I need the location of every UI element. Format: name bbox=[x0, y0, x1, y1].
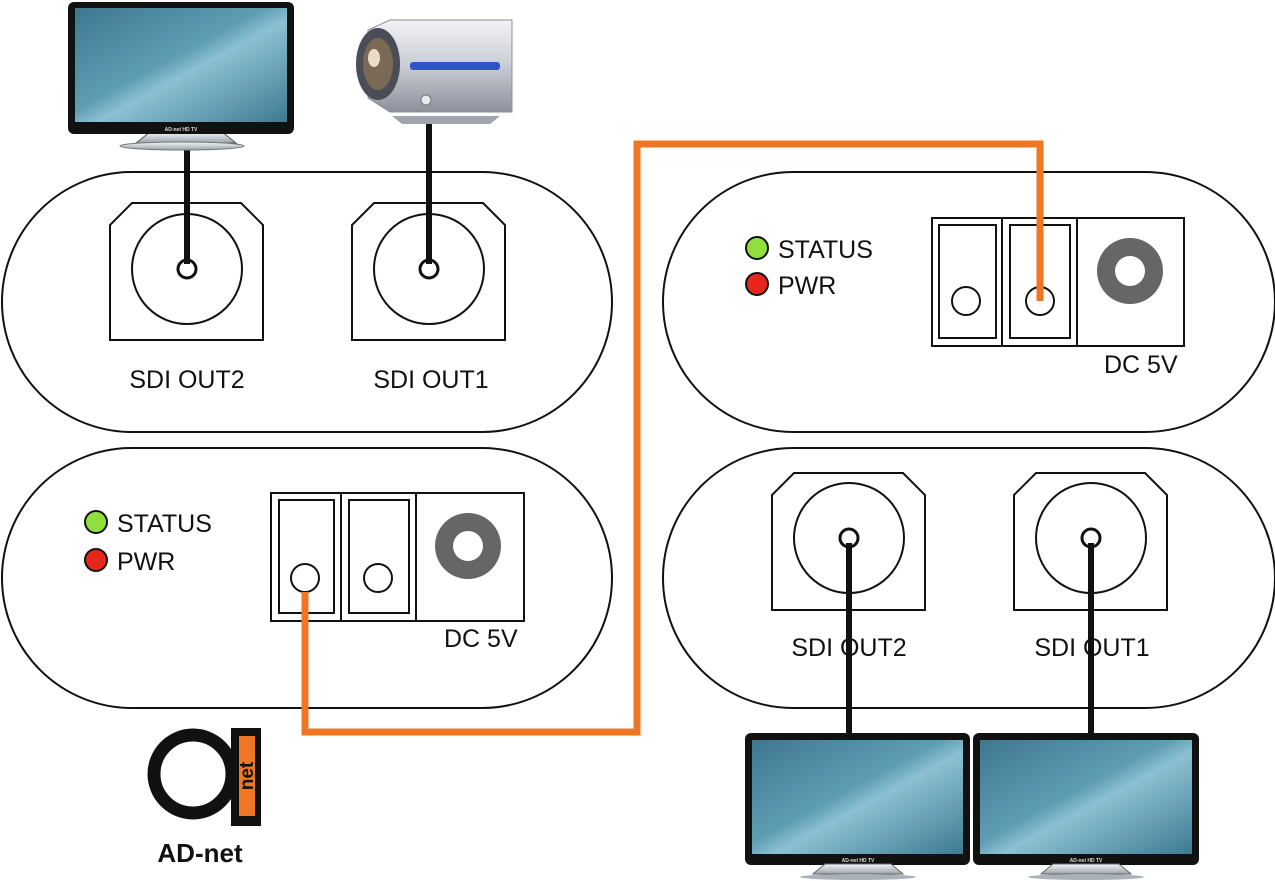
logo-brand-text: AD-net bbox=[157, 838, 243, 868]
unit-a-input-panel: STATUS PWR DC 5V bbox=[1, 447, 613, 709]
ad-net-logo: net AD-net bbox=[147, 728, 261, 868]
dc-5v-label: DC 5V bbox=[444, 625, 518, 653]
camera-icon bbox=[356, 19, 513, 124]
pwr-led bbox=[745, 272, 769, 296]
pwr-label: PWR bbox=[117, 548, 175, 576]
sdi-out2-label: SDI OUT2 bbox=[129, 366, 244, 394]
link-cable bbox=[301, 140, 1044, 736]
status-label: STATUS bbox=[117, 510, 212, 538]
status-label: STATUS bbox=[778, 236, 873, 264]
link-port-1[interactable] bbox=[278, 499, 335, 614]
sdi-out1-label: SDI OUT1 bbox=[373, 366, 488, 394]
pwr-label: PWR bbox=[778, 272, 836, 300]
monitor-display: AD-net HD TV bbox=[68, 2, 294, 151]
unit-b-output-panel: SDI OUT2 SDI OUT1 bbox=[662, 447, 1275, 709]
status-led bbox=[84, 510, 108, 534]
bnc-out2-connector[interactable] bbox=[771, 472, 926, 611]
dc-power-jack[interactable] bbox=[1097, 238, 1163, 304]
monitor-badge: AD-net HD TV bbox=[1070, 858, 1103, 864]
dc-5v-label: DC 5V bbox=[1104, 351, 1178, 379]
unit-b-input-panel: STATUS PWR DC 5V bbox=[662, 171, 1275, 433]
status-led bbox=[745, 236, 769, 260]
pwr-led bbox=[84, 548, 108, 572]
monitor-badge: AD-net HD TV bbox=[165, 127, 198, 133]
unit-a-output-panel: SDI OUT2 SDI OUT1 bbox=[1, 171, 613, 433]
dc-power-jack[interactable] bbox=[435, 513, 501, 579]
monitor-badge: AD-net HD TV bbox=[842, 858, 875, 864]
link-port-2[interactable] bbox=[348, 499, 410, 614]
link-port-1[interactable] bbox=[938, 224, 997, 339]
bnc-out1-connector[interactable] bbox=[1013, 472, 1168, 611]
logo-mark-text: net bbox=[237, 761, 258, 790]
monitor-display: AD-net HD TV bbox=[973, 733, 1199, 880]
monitor-display: AD-net HD TV bbox=[745, 733, 970, 880]
